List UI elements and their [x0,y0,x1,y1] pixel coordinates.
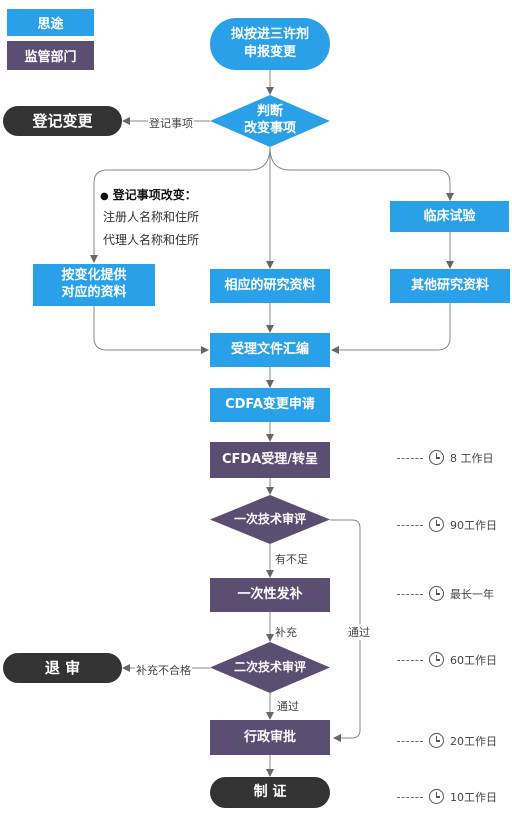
clock-icon [429,789,444,804]
clock-icon [429,517,444,532]
judge-decision: 判断 改变事项 [210,95,330,147]
judge-decision-label: 判断 改变事项 [243,104,296,136]
timeline-item: 最长一年 [397,586,512,604]
timeline-value: 90工作日 [450,519,497,532]
timeline-value: 20工作日 [450,735,497,748]
first-review-decision: 一次技术审评 [210,495,330,544]
certify-node: 制 证 [210,777,330,808]
start-node: 拟按进三许剂 申报变更 [210,18,330,70]
admin-approve-node: 行政审批 [210,720,330,755]
timeline-item: 90工作日 [397,517,512,535]
timeline-value: 10工作日 [450,791,497,804]
clock-icon [429,450,444,465]
timeline-value: 60工作日 [450,654,497,667]
legend-blue: 思途 [7,9,94,36]
clinical-trial-node: 临床试验 [390,201,509,232]
edge-label-pass-right: 通过 [347,624,371,640]
cfda-accept-node: CFDA受理/转呈 [210,442,330,478]
second-review-label: 二次技术审评 [233,659,306,674]
timeline-value: 8 工作日 [450,452,494,465]
register-items-title: ●登记事项改变： [100,186,197,203]
timeline-item: 8 工作日 [397,450,512,468]
legend-blue-label: 思途 [37,17,64,32]
register-change-node: 登记变更 [3,106,122,136]
bullet-icon: ● [100,191,109,202]
research-materials-node: 相应的研究资料 [210,269,330,303]
other-research-node: 其他研究资料 [390,269,510,303]
second-review-decision: 二次技术审评 [210,642,330,693]
timeline-item: 60工作日 [397,652,512,670]
timeline-item: 20工作日 [397,733,512,751]
edge-label-pass-down: 通过 [276,698,300,714]
legend-purple: 监管部门 [7,41,94,70]
clock-icon [429,733,444,748]
reject-node: 退 审 [3,653,122,683]
legend-purple-label: 监管部门 [24,50,77,65]
first-review-label: 一次技术审评 [233,511,306,526]
register-item-2: 代理人名称和住所 [103,233,200,247]
timeline-value: 最长一年 [450,588,494,601]
provide-materials-node: 按变化提供 对应的资料 [33,264,155,306]
supplement-node: 一次性发补 [210,578,330,612]
compile-node: 受理文件汇编 [210,333,330,367]
edge-label-supplement: 补充 [274,624,298,640]
cdfa-apply-node: CDFA变更申请 [210,388,330,422]
timeline-item: 10工作日 [397,789,512,807]
clock-icon [429,652,444,667]
edge-label-register: 登记事项 [148,115,194,131]
register-item-1: 注册人名称和住所 [103,210,200,224]
edge-label-insufficient: 有不足 [274,551,309,567]
edge-label-unqualified: 补充不合格 [135,662,192,678]
clock-icon [429,586,444,601]
register-items-title-text: 登记事项改变： [112,188,197,202]
